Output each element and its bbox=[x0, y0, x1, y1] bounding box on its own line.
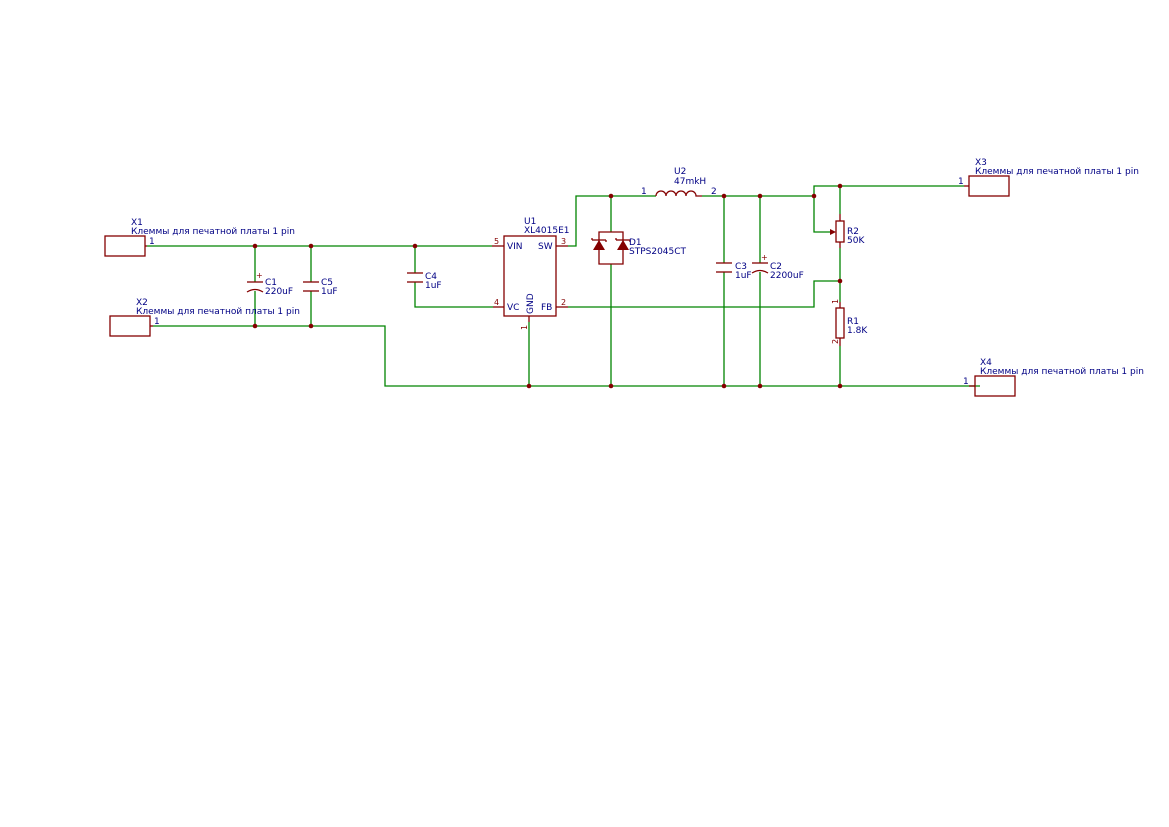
c2-plus-sign: + bbox=[761, 253, 768, 262]
connector-x2[interactable]: X2 Клеммы для печатной платы 1 pin 1 bbox=[109, 298, 300, 337]
c1-plus-sign: + bbox=[256, 271, 263, 280]
u1-value: XL4015E1 bbox=[524, 226, 570, 236]
x2-value: Клеммы для печатной платы 1 pin bbox=[136, 307, 300, 317]
u1-pinnum-vin: 5 bbox=[494, 237, 499, 246]
x3-pin-number: 1 bbox=[958, 177, 964, 187]
junction bbox=[308, 323, 314, 329]
junction bbox=[308, 243, 314, 249]
junction bbox=[252, 323, 258, 329]
junction bbox=[608, 383, 614, 389]
c2-ref: C2 bbox=[770, 262, 782, 272]
x3-ref: X3 bbox=[975, 158, 987, 168]
x1-ref: X1 bbox=[131, 218, 143, 228]
r1-pin1: 1 bbox=[831, 299, 840, 304]
x4-value: Клеммы для печатной платы 1 pin bbox=[980, 367, 1144, 377]
u1-pinnum-sw: 3 bbox=[561, 237, 566, 246]
capacitor-c1[interactable]: + C1 220uF bbox=[246, 271, 293, 297]
junction bbox=[757, 193, 763, 199]
junction bbox=[526, 383, 532, 389]
c4-ref: C4 bbox=[425, 272, 437, 282]
junction bbox=[837, 278, 843, 284]
junction bbox=[837, 383, 843, 389]
u2-ref: U2 bbox=[674, 167, 686, 177]
junction bbox=[721, 193, 727, 199]
junction bbox=[608, 193, 614, 199]
capacitor-c3[interactable]: C3 1uF bbox=[716, 262, 752, 281]
connector-x3[interactable]: X3 Клеммы для печатной платы 1 pin 1 bbox=[958, 158, 1139, 197]
x2-ref: X2 bbox=[136, 298, 148, 308]
u1-pinnum-gnd: 1 bbox=[520, 325, 529, 330]
u1-ref: U1 bbox=[524, 217, 536, 227]
potentiometer-r2[interactable]: R2 50K bbox=[830, 214, 865, 248]
junction bbox=[757, 383, 763, 389]
capacitor-c5[interactable]: C5 1uF bbox=[303, 278, 338, 297]
r1-ref: R1 bbox=[847, 317, 859, 327]
u1-pin-vin: VIN bbox=[507, 242, 523, 252]
r1-value: 1.8K bbox=[847, 326, 868, 336]
u1-pinnum-fb: 2 bbox=[561, 298, 566, 307]
u1-pin-vc: VC bbox=[507, 303, 519, 313]
junction bbox=[252, 243, 258, 249]
inductor-u2[interactable]: U2 47mkH 1 2 bbox=[641, 167, 717, 197]
d1-value: STPS2045CT bbox=[629, 247, 687, 257]
x4-pin-number: 1 bbox=[963, 377, 969, 387]
connector-x4[interactable]: X4 Клеммы для печатной платы 1 pin 1 bbox=[963, 358, 1144, 397]
x1-pin-number: 1 bbox=[149, 237, 155, 247]
c1-value: 220uF bbox=[265, 287, 293, 297]
x3-value: Клеммы для печатной платы 1 pin bbox=[975, 167, 1139, 177]
c5-value: 1uF bbox=[321, 287, 338, 297]
wire-fb bbox=[568, 280, 840, 308]
wire-vout-rail bbox=[702, 185, 964, 197]
wire-sw bbox=[568, 195, 656, 247]
junction bbox=[811, 193, 817, 199]
connector-x1[interactable]: X1 Клеммы для печатной платы 1 pin 1 bbox=[104, 218, 295, 257]
r2-ref: R2 bbox=[847, 227, 859, 237]
u2-pin1: 1 bbox=[641, 187, 647, 197]
wire-gnd-in bbox=[153, 325, 980, 387]
resistor-r1[interactable]: R1 1.8K 1 2 bbox=[831, 299, 868, 346]
r1-pin2: 2 bbox=[831, 339, 840, 344]
c1-ref: C1 bbox=[265, 278, 277, 288]
u1-pin-gnd: GND bbox=[526, 293, 536, 314]
ic-u1[interactable]: U1 XL4015E1 VIN SW VC FB GND 5 3 4 2 1 bbox=[492, 217, 570, 330]
junction bbox=[412, 243, 418, 249]
u1-pin-sw: SW bbox=[538, 242, 553, 252]
d1-ref: D1 bbox=[629, 238, 642, 248]
u1-pin-fb: FB bbox=[541, 303, 552, 313]
x1-value: Клеммы для печатной платы 1 pin bbox=[131, 227, 295, 237]
capacitor-c4[interactable]: C4 1uF bbox=[407, 272, 442, 291]
junction bbox=[837, 183, 843, 189]
capacitor-c2[interactable]: + C2 2200uF bbox=[751, 253, 804, 281]
junction bbox=[721, 383, 727, 389]
u1-pinnum-vc: 4 bbox=[494, 298, 499, 307]
x4-ref: X4 bbox=[980, 358, 992, 368]
u2-pin2: 2 bbox=[711, 187, 717, 197]
u2-value: 47mkH bbox=[674, 177, 706, 187]
c5-ref: C5 bbox=[321, 278, 333, 288]
c3-value: 1uF bbox=[735, 271, 752, 281]
c2-value: 2200uF bbox=[770, 271, 804, 281]
r2-value: 50K bbox=[847, 236, 865, 246]
x2-pin-number: 1 bbox=[154, 317, 160, 327]
diode-d1[interactable]: D1 STPS2045CT bbox=[591, 231, 687, 265]
c3-ref: C3 bbox=[735, 262, 747, 272]
wire-r2-wiper bbox=[813, 196, 832, 233]
junctions bbox=[252, 183, 843, 389]
c4-value: 1uF bbox=[425, 281, 442, 291]
wire-c4-vc bbox=[414, 282, 493, 308]
